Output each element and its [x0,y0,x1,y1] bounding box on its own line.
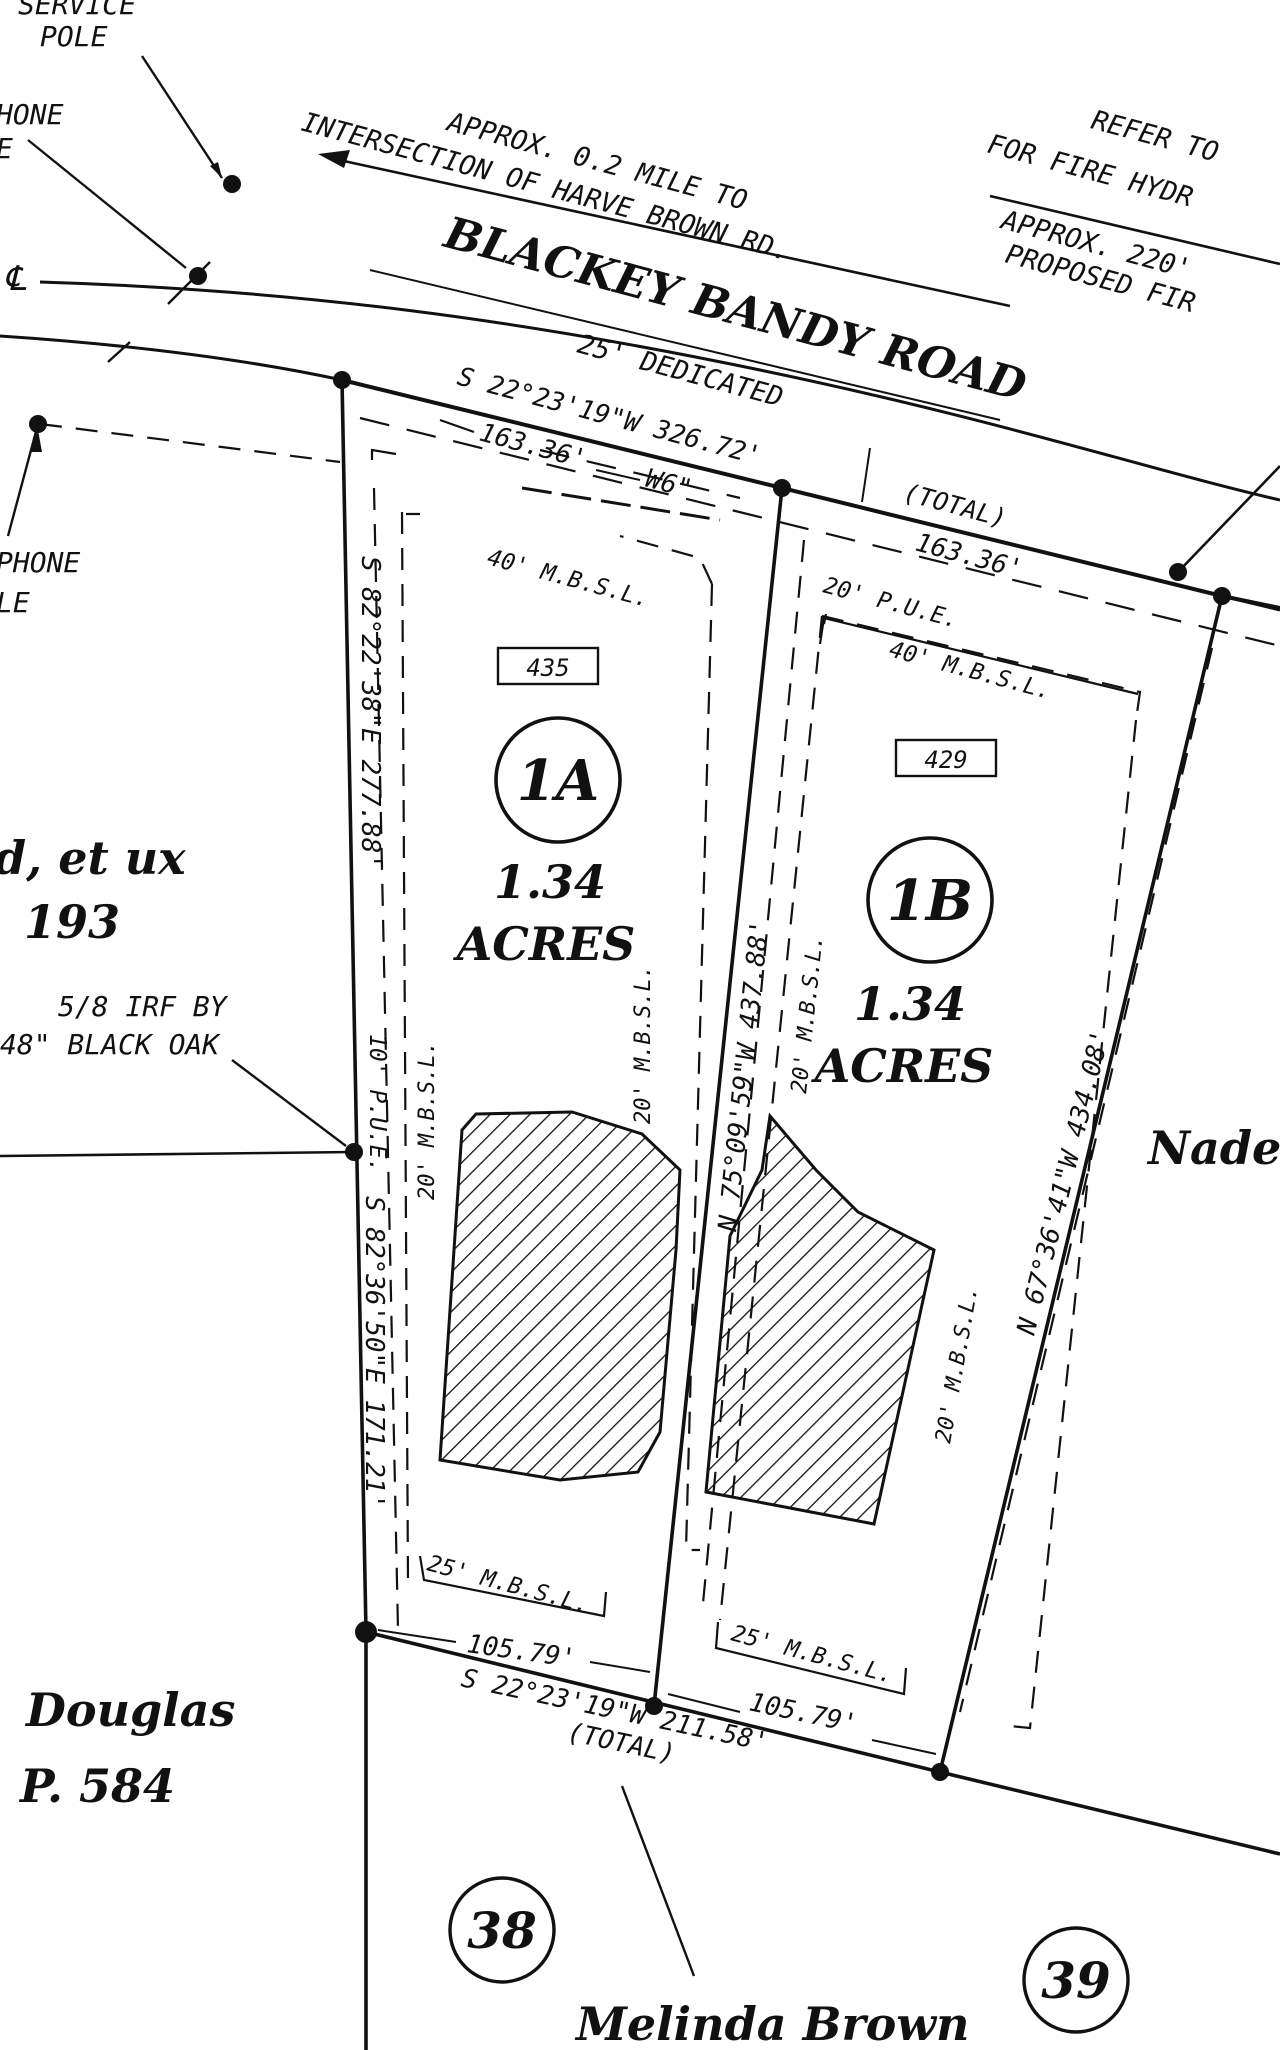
lot1b-east-line [938,595,1224,1773]
lot1a-west-bearing-1: S 82°22'38"E 277.88' [355,556,385,869]
east-adjoiner-line [1221,594,1280,612]
lot1b-acres: 1.34 [854,977,966,1031]
w6-label: W6" [642,464,695,505]
front-property-line [341,378,1280,610]
lot1b-rear-mbsl-bracket [714,1621,908,1696]
lot1a-id-circle [494,716,622,844]
lot1b-address-box [894,738,998,778]
lot1b-pue-bracket [818,616,1139,696]
dedicated-row-line [359,416,1280,648]
lot-divider-line [652,487,784,1707]
lot1b-inner-east [958,647,1214,1713]
approx-arrow-head [318,150,350,168]
lot1a-rear-dim-line [377,1629,651,1673]
lot38-label: 38 [467,1901,537,1960]
southwest-adjoiner-name: Douglas [24,1683,235,1737]
lot1a-front-setback: 40' M.B.S.L. [484,545,651,613]
lot1a-west-bearing-2: S 82°36'50"E 171.21' [359,1196,389,1509]
lot1b-front-dim: 163.36' [912,528,1026,585]
centerline-symbol: ℄ [4,259,27,299]
lot1a-acres: 1.34 [494,855,606,909]
road-edge [0,334,343,382]
lot1b-rear-setback: 25' M.B.S.L. [728,1621,895,1689]
phone-pole-arrow-mid [30,430,42,452]
road-name-underline [369,269,1001,421]
phone-label-top-2: E [0,132,13,165]
irf-leader [231,1059,347,1147]
hydrant-leader [1177,465,1280,573]
lot39-label: 39 [1041,1951,1111,2010]
west-adjoiner-ref: 193 [24,895,120,949]
lot1a-side-setback-left: 20' M.B.S.L. [415,1041,440,1200]
south-adjoiner-name: Melinda Brown [574,1997,969,2050]
left-dashed-line [39,422,341,464]
phone-label-mid-1: PHONE [0,546,80,579]
lot38-circle [448,1876,556,1984]
dedicated-row-line-2 [539,448,741,500]
centerline-tick-1 [167,261,211,305]
west-adjoiner-name: d, et ux [0,831,186,885]
phone-pole-point-top [189,267,207,285]
lot1a-front-dim-line [439,419,641,481]
irf-label-2: 48" BLACK OAK [0,1028,221,1061]
service-pole-arrow [210,162,222,178]
front-total-label: (TOTAL) [900,478,1009,533]
lot1a-mbsl-box [400,511,714,1585]
lot1a-address-box [496,646,600,686]
lot1b-id: 1B [887,868,973,934]
approx-arrow-line [329,156,1011,308]
rear-total-leader [620,1785,696,1977]
irf-label-1: 5/8 IRF BY [58,990,229,1023]
lot1a-pue: 10' P.U.E. [364,1034,390,1172]
total-tick [861,447,871,503]
service-pole-leader [140,55,224,179]
lot1a-rear-mbsl-bracket [418,1555,608,1618]
lot1b-front-setback: 40' M.B.S.L. [886,637,1053,705]
lot1b-address: 429 [924,746,967,774]
pue-bracket-1a [370,448,397,460]
refer-note-1: REFER TO [1088,105,1222,169]
lot1a-id: 1A [517,748,599,814]
lot39-circle [1022,1926,1130,2034]
phone-label-top-1: HONE [0,98,64,131]
road-edge-tick [107,341,131,363]
lot1b-building-area [704,1112,936,1526]
service-pole-point [223,175,241,193]
rear-property-line [365,1630,1280,1856]
phone-pole-leader-top [27,139,187,269]
east-adjoiner-name: Nade [1146,1121,1280,1175]
lot1a-acres-label: ACRES [453,917,636,971]
lot1a-address: 435 [526,654,569,682]
refer-underline [989,194,1280,266]
w6-line [521,486,721,522]
lot1b-east-bearing: N 67°36'41"W 434.08' [1011,1027,1116,1339]
hydrant-point [1169,563,1187,581]
lot1a-building-area [438,1110,682,1482]
service-pole-label-2: POLE [40,20,108,53]
phone-pole-leader-mid [6,423,40,537]
irf-west-line [0,1150,355,1158]
lot1a-inner-west [372,487,400,1631]
southwest-adjoiner-ref: P. 584 [18,1759,175,1813]
lot1a-side-setback-right: 20' M.B.S.L. [631,965,656,1124]
lot1b-rear-dim-line [667,1693,937,1755]
lot1b-acres-label: ACRES [811,1039,994,1093]
lot1b-id-circle [866,836,994,964]
lot1b-pue: 20' P.U.E. [820,573,960,634]
phone-label-mid-2: LE [0,586,30,619]
road-centerline [39,280,1280,502]
lot1b-side-setback-right: 20' M.B.S.L. [931,1284,983,1445]
service-pole-label-1: SERVICE [18,0,136,21]
